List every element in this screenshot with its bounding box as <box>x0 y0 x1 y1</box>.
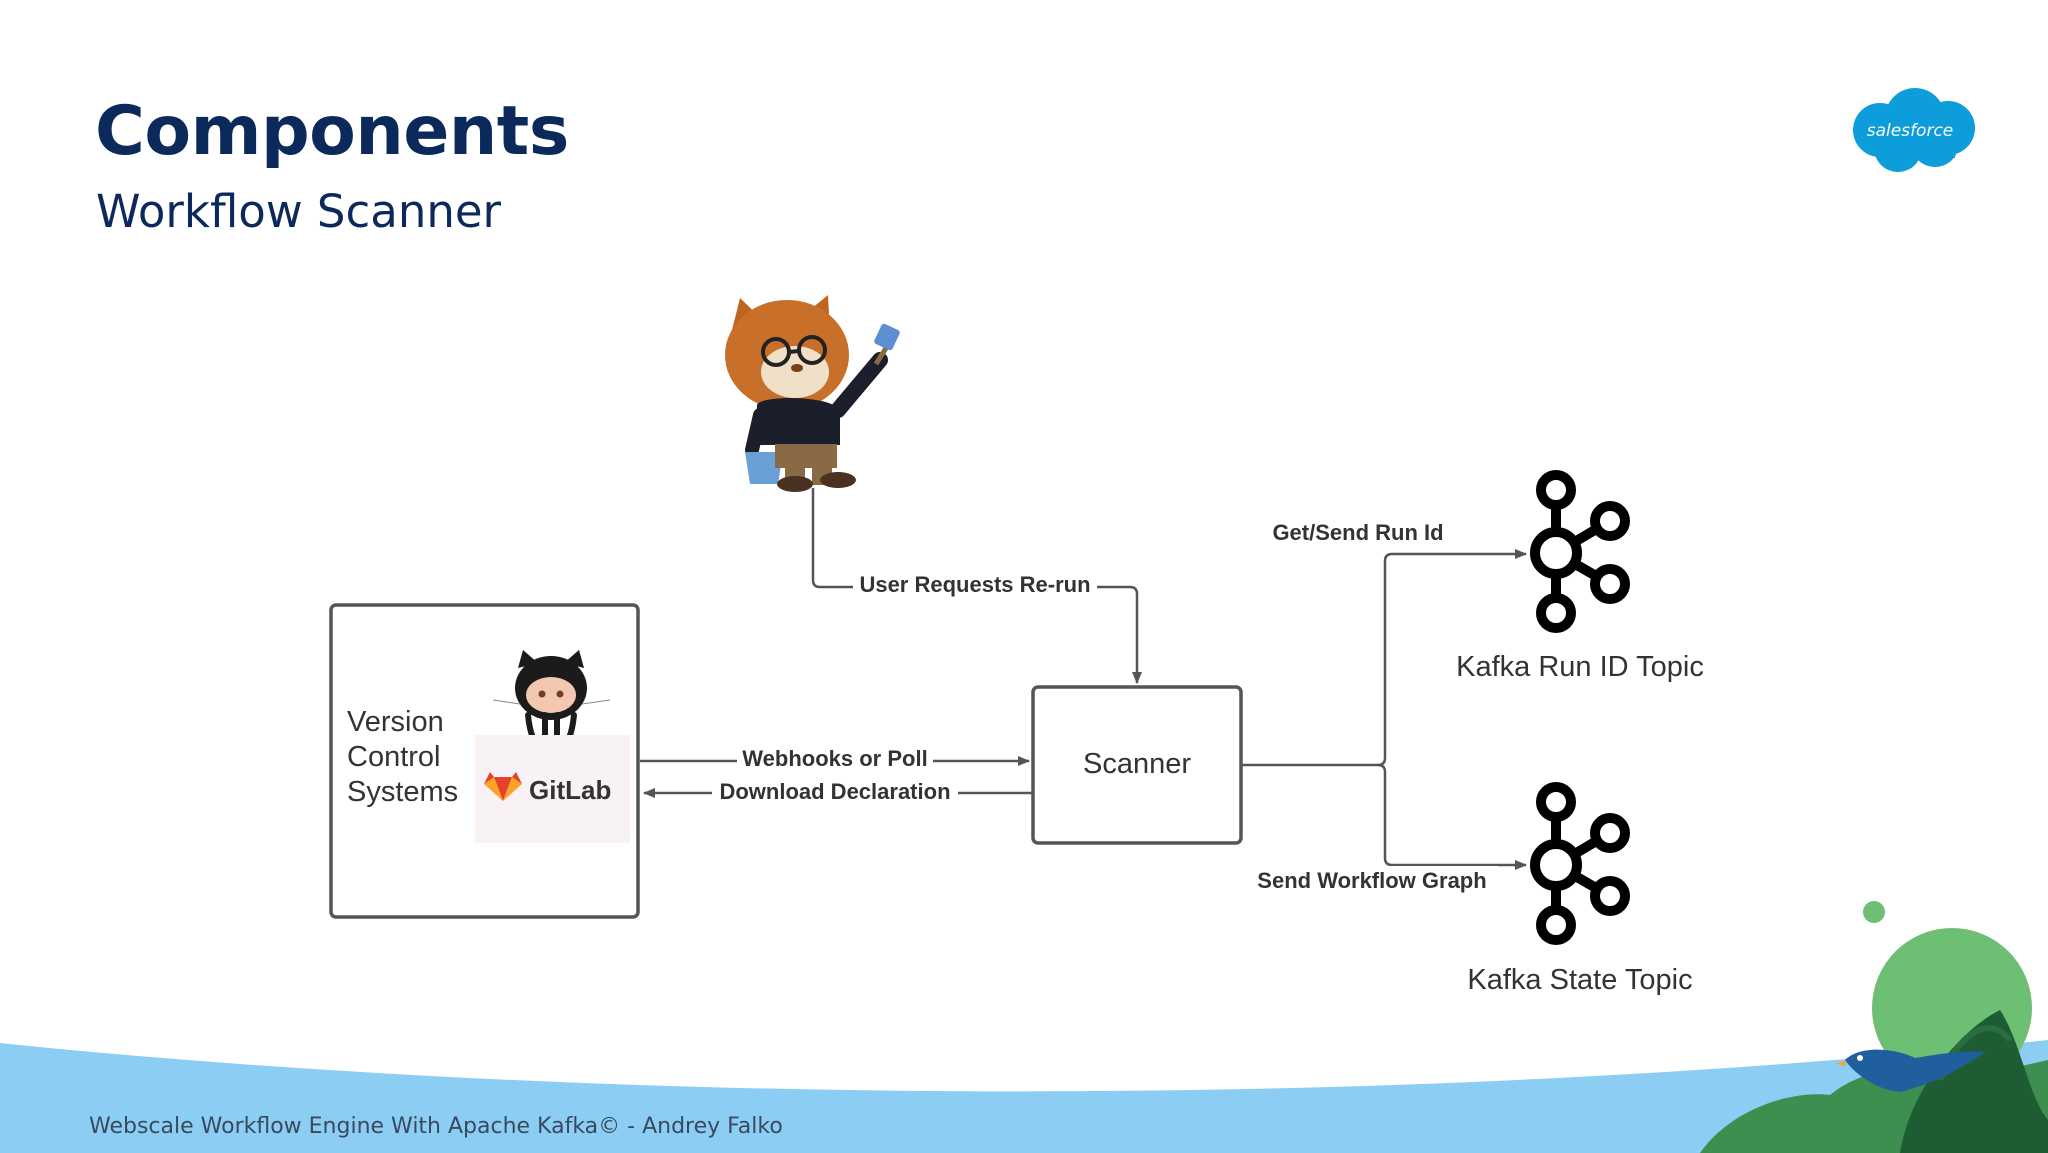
edge-workflow-graph <box>1377 763 1527 870</box>
foliage-decoration-icon <box>1700 901 2048 1153</box>
edge-webhooks-label: Webhooks or Poll <box>742 746 927 771</box>
vcs-label-line-1: Version <box>347 706 444 738</box>
kafka-state-label: Kafka State Topic <box>1467 964 1692 996</box>
edge-workflow-graph-label-bg <box>1248 866 1498 894</box>
edge-user-rerun-label: User Requests Re-run <box>859 572 1090 597</box>
salesforce-logo-icon: salesforce <box>1853 88 1975 172</box>
edge-download-label: Download Declaration <box>719 779 950 804</box>
vcs-label-line-2: Control <box>347 741 441 773</box>
edge-webhooks-label-bg <box>737 745 933 773</box>
slide-subtitle: Workflow Scanner <box>96 185 502 238</box>
edge-run-id-label: Get/Send Run Id <box>1272 520 1443 545</box>
vcs-label-line-3: Systems <box>347 776 458 808</box>
kafka-icon <box>1530 782 1630 945</box>
edge-user-rerun-label-bg <box>853 572 1097 600</box>
footer-wave <box>0 1040 2048 1153</box>
kafka-icon <box>1530 470 1630 633</box>
footer-text: Webscale Workflow Engine With Apache Kaf… <box>89 1114 783 1139</box>
edge-download-label-bg <box>712 778 958 806</box>
gitlab-logo-icon <box>484 772 522 801</box>
kafka-run-id-label: Kafka Run ID Topic <box>1456 651 1704 683</box>
edge-workflow-graph-label: Send Workflow Graph <box>1257 868 1486 893</box>
slide-title: Components <box>95 92 569 171</box>
gitlab-label: GitLab <box>529 775 611 805</box>
trailhead-mascot-icon <box>725 295 900 492</box>
vcs-label: Version Control Systems <box>347 706 458 808</box>
salesforce-logo-text: salesforce <box>1867 121 1954 141</box>
bird-icon <box>1836 1049 1985 1092</box>
scanner-label: Scanner <box>1083 748 1191 780</box>
